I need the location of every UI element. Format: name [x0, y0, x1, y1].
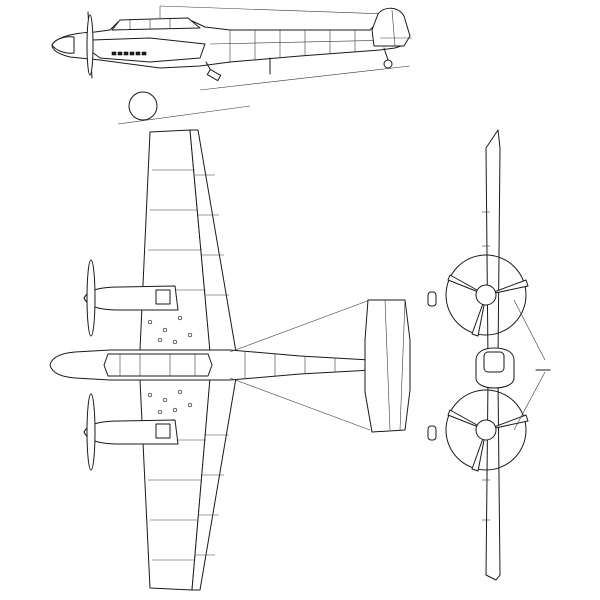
front-prop-blade [447, 409, 487, 431]
wheel-detail [117, 91, 251, 125]
side-tail-fin [371, 7, 411, 47]
side-panel-lines [209, 30, 396, 62]
rudder-hinge [391, 9, 396, 47]
front-radiator-upper [427, 291, 437, 307]
front-prop-blade [471, 429, 487, 472]
front-wing-upper [485, 129, 501, 361]
antenna-wire [159, 5, 387, 15]
guide-line [229, 299, 371, 353]
guide-line [513, 371, 546, 431]
side-view [51, 5, 412, 91]
top-wing-rivets [147, 315, 193, 415]
top-cockpit [103, 353, 213, 377]
guide-line [229, 377, 371, 431]
top-propeller-upper [86, 259, 96, 337]
front-prop-blade [485, 414, 529, 431]
front-canopy [483, 351, 505, 373]
front-prop-disc-lower [445, 389, 527, 471]
guide-line [513, 299, 546, 361]
top-view [49, 129, 411, 591]
side-spinner [51, 36, 75, 54]
front-prop-blade [485, 279, 529, 296]
tail-wheel [383, 59, 393, 69]
front-radiator-lower [427, 425, 437, 441]
top-engine-lower-panel [155, 423, 171, 439]
tailplane-elevator [399, 299, 406, 431]
wheel-detail-circle [128, 91, 158, 121]
tailplane-hinge [384, 299, 391, 431]
front-prop-blade [471, 294, 487, 337]
top-wing-details [146, 129, 237, 591]
front-prop-blade [447, 274, 487, 296]
top-engine-upper-panel [155, 289, 171, 305]
exhaust-stubs [111, 51, 147, 56]
ground-line [199, 65, 411, 91]
front-spinner-upper [475, 284, 497, 306]
side-canopy [111, 17, 201, 31]
front-view [427, 129, 551, 581]
front-prop-disc-upper [445, 254, 527, 336]
top-propeller-lower [86, 393, 96, 471]
main-gear-wheel [206, 68, 222, 82]
tail-wheel-strut [383, 47, 389, 61]
top-fuselage-details [244, 352, 336, 378]
front-wing-ticks [482, 211, 490, 521]
wheel-detail-line [117, 105, 251, 125]
front-spinner-lower [475, 419, 497, 441]
side-propeller-blade [86, 14, 94, 76]
